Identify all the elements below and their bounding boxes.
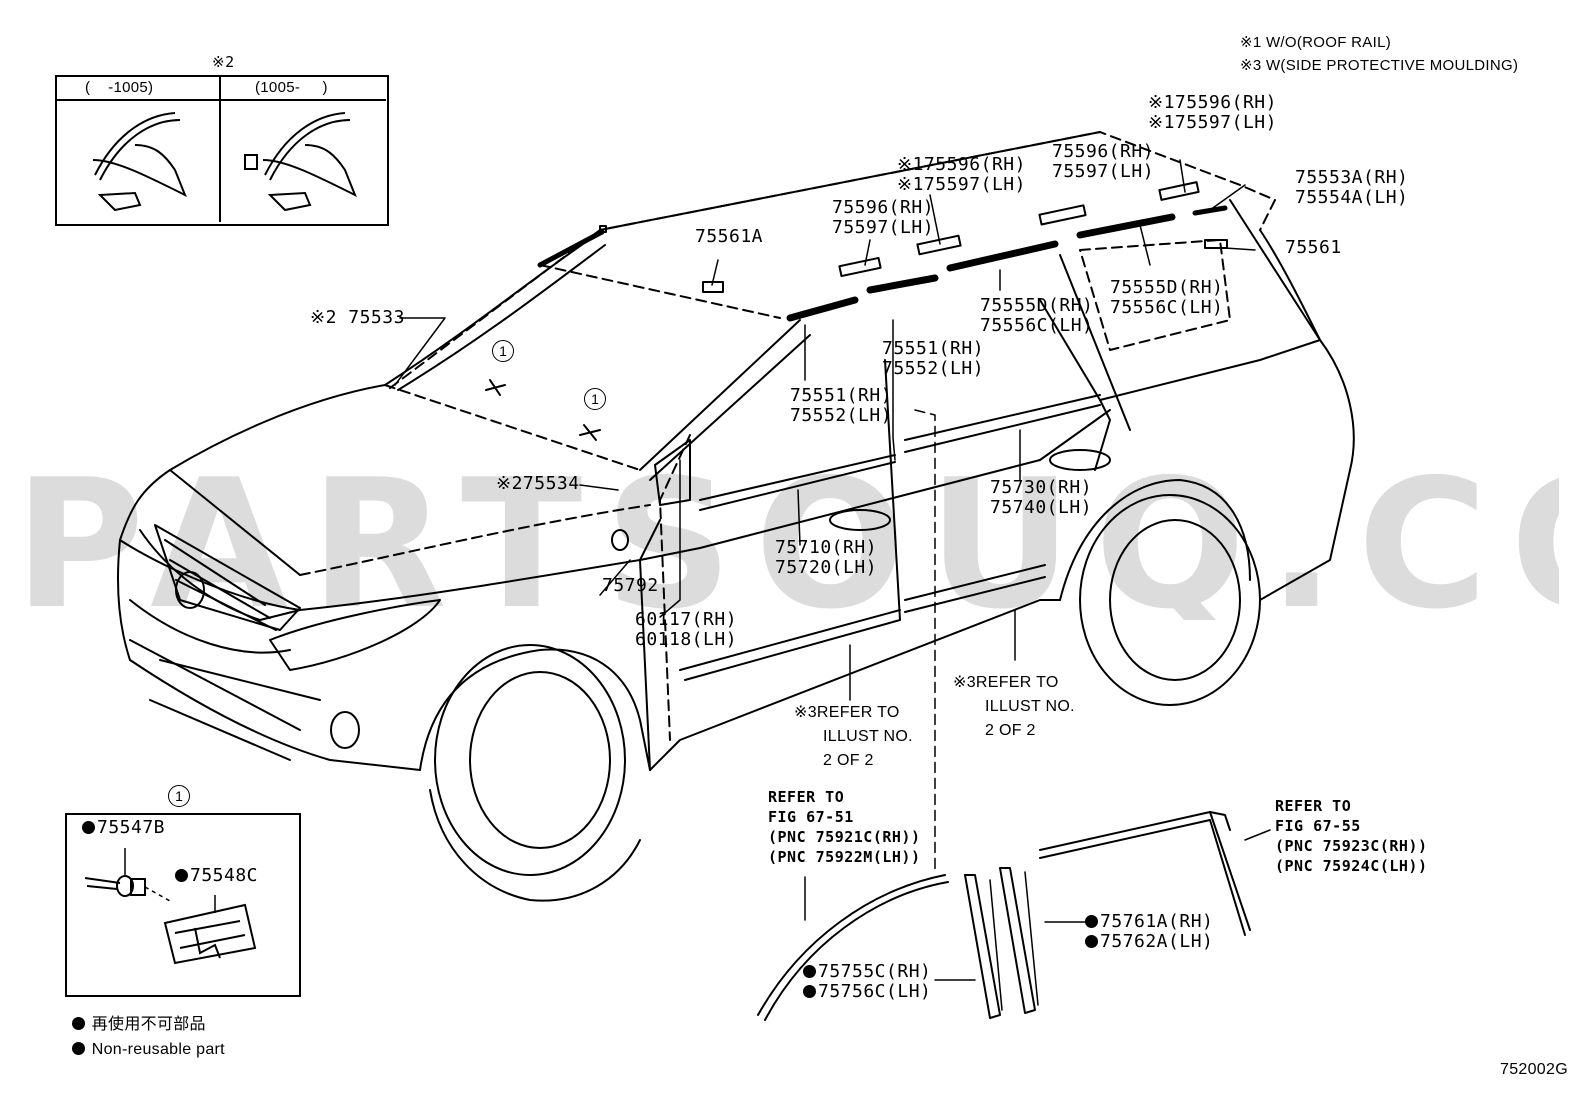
refer-a-line3: 2 OF 2 [823, 752, 874, 769]
non-reusable-dot-icon [175, 869, 188, 882]
label-75720: 75720(LH) [775, 557, 878, 578]
label-75597-lh-a: ※175597(LH) [1148, 112, 1277, 133]
callout-circle-1-b: 1 [584, 388, 606, 410]
inset-box-clip-detail [65, 813, 301, 997]
inset-col1-label: ( -1005) [85, 79, 154, 96]
label-75597-lh-b: ※175597(LH) [897, 174, 1026, 195]
label-75596-rh-a: ※175596(RH) [1148, 92, 1277, 113]
non-reusable-dot-icon [803, 965, 816, 978]
label-60117: 60117(RH) [635, 609, 738, 630]
label-75792: 75792 [602, 575, 659, 596]
refer-fig51-line2: FIG 67-51 [768, 808, 854, 826]
label-60118: 60118(LH) [635, 629, 738, 650]
label-75755c: 75755C(RH) [803, 962, 931, 982]
label-75561a: 75561A [695, 226, 764, 247]
non-reusable-dot-icon [1085, 915, 1098, 928]
refer-fig51-line3: (PNC 75921C(RH)) [768, 828, 921, 846]
clip-detail-drawing [84, 848, 257, 965]
label-75551-a: 75551(RH) [882, 338, 985, 359]
legend-dot-icon [72, 1017, 85, 1030]
note-1: ※1 W/O(ROOF RAIL) [1240, 34, 1392, 51]
label-75554a: 75554A(LH) [1295, 187, 1409, 208]
label-75596-rh-c: 75596(RH) [1052, 141, 1155, 162]
label-75551-b: 75551(RH) [790, 385, 893, 406]
note-3: ※3 W(SIDE PROTECTIVE MOULDING) [1240, 57, 1519, 74]
label-75756c: 75756C(LH) [803, 982, 931, 1002]
label-75597-lh-c: 75597(LH) [1052, 161, 1155, 182]
label-75552-a: 75552(LH) [882, 358, 985, 379]
refer-b-line1: ※3REFER TO [953, 674, 1059, 691]
watermark: PARTSOUQ.COM [14, 470, 1559, 620]
label-75547b: 75547B [82, 818, 165, 838]
refer-fig55-line4: (PNC 75924C(LH)) [1275, 857, 1428, 875]
refer-fig55-line1: REFER TO [1275, 797, 1352, 815]
label-75555d-a: 75555D(RH) [1110, 277, 1224, 298]
inset-box-mould-variants [55, 75, 389, 226]
refer-fig55-line2: FIG 67-55 [1275, 817, 1361, 835]
inset-callout-circle-1: 1 [168, 785, 190, 807]
label-75761a: 75761A(RH) [1085, 912, 1213, 932]
refer-a-line1: ※3REFER TO [794, 704, 900, 721]
inset-drawing [55, 75, 386, 222]
refer-fig51-line1: REFER TO [768, 788, 845, 806]
label-75556c-b: 75556C(LH) [980, 315, 1094, 336]
label-75762a: 75762A(LH) [1085, 932, 1213, 952]
label-75552-b: 75552(LH) [790, 405, 893, 426]
refer-fig55-line3: (PNC 75923C(RH)) [1275, 837, 1428, 855]
figure-id: 752002G [1500, 1061, 1568, 1078]
non-reusable-dot-icon [82, 821, 95, 834]
legend-en: Non-reusable part [72, 1040, 225, 1060]
label-75740: 75740(LH) [990, 497, 1093, 518]
label-75534: ※275534 [496, 473, 580, 494]
label-75533: ※2 75533 [310, 307, 405, 328]
refer-b-line2: ILLUST NO. [985, 698, 1075, 715]
label-75730: 75730(RH) [990, 477, 1093, 498]
label-75556c-a: 75556C(LH) [1110, 297, 1224, 318]
inset-col2-label: (1005- ) [255, 79, 328, 96]
non-reusable-dot-icon [1085, 935, 1098, 948]
legend-jp: 再使用不可部品 [72, 1015, 206, 1035]
label-75555d-b: 75555D(RH) [980, 295, 1094, 316]
non-reusable-dot-icon [803, 985, 816, 998]
refer-b-line3: 2 OF 2 [985, 722, 1036, 739]
refer-fig51-line4: (PNC 75922M(LH)) [768, 848, 921, 866]
inset-marker: ※2 [212, 53, 235, 71]
label-75710: 75710(RH) [775, 537, 878, 558]
label-75596-rh-b: ※175596(RH) [897, 154, 1026, 175]
legend-dot-icon [72, 1042, 85, 1055]
label-75553a: 75553A(RH) [1295, 167, 1409, 188]
label-75548c: 75548C [175, 866, 258, 886]
refer-a-line2: ILLUST NO. [823, 728, 913, 745]
label-75561: 75561 [1285, 237, 1342, 258]
label-75596-rh-d: 75596(RH) [832, 197, 935, 218]
callout-circle-1-a: 1 [492, 340, 514, 362]
label-75597-lh-d: 75597(LH) [832, 217, 935, 238]
